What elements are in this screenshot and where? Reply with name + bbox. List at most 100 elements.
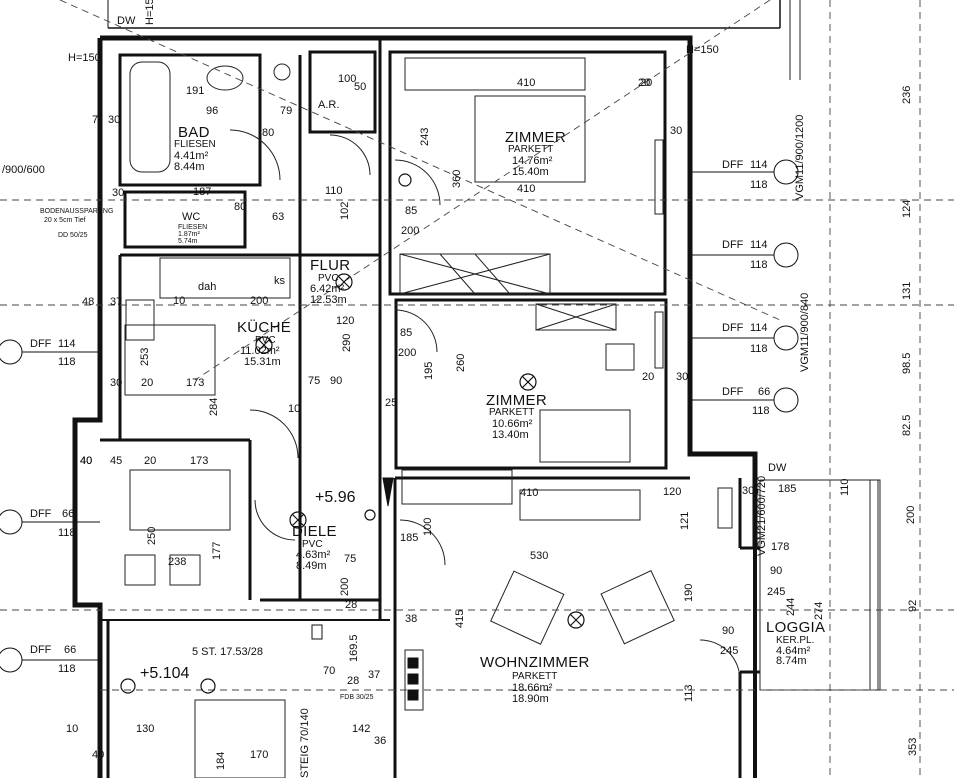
dim: 90 xyxy=(330,375,343,387)
dim: 190 xyxy=(683,583,695,602)
room-area-kueche: 11.02m² xyxy=(240,345,280,357)
dim: 75 xyxy=(344,553,357,565)
dim: 20 xyxy=(638,77,651,89)
vgm-label: /900/600 xyxy=(2,164,45,176)
note-steig: STEIG 70/140 xyxy=(299,708,311,778)
room-perimeter-zimmer-1: 15.40m xyxy=(512,166,549,178)
dim: 253 xyxy=(139,347,151,366)
dim: 200 xyxy=(398,347,417,359)
dim: 25 xyxy=(385,397,398,409)
stair-and-shaft xyxy=(311,477,419,701)
outer-walls xyxy=(72,0,781,778)
axis-dim: 124 xyxy=(901,199,913,218)
dim: 28 xyxy=(347,675,360,687)
dim: 177 xyxy=(211,541,223,560)
dim: 40 xyxy=(92,749,105,761)
dim: 410 xyxy=(520,487,539,499)
room-floor-loggia: KER.PL. xyxy=(776,635,815,646)
room-floor-kueche: PVC xyxy=(255,335,276,346)
dim: 7 xyxy=(92,114,99,126)
axis-dim: 98.5 xyxy=(901,352,913,374)
note-height: H=150 xyxy=(68,52,101,64)
window-code: DFF xyxy=(722,322,744,334)
window-width: 66 xyxy=(64,644,77,656)
dim: 102 xyxy=(339,201,351,220)
dim: 260 xyxy=(455,353,467,372)
vgm-label: VGM21/600/720 xyxy=(756,475,768,556)
window-width: 114 xyxy=(750,322,768,334)
dim: 100 xyxy=(422,517,434,536)
dim: 121 xyxy=(679,511,691,530)
room-area-loggia: 4.64m² xyxy=(776,645,811,657)
room-area-zimmer-2: 10.66m² xyxy=(492,418,533,430)
window-width: 114 xyxy=(750,239,768,251)
furniture xyxy=(124,0,881,778)
dim: 50 xyxy=(354,81,367,93)
dim: 48 xyxy=(82,296,95,308)
dim: 63 xyxy=(272,211,285,223)
room-perimeter-flur: 12.53m xyxy=(310,294,347,306)
window-width: 66 xyxy=(758,386,771,398)
window-height: 118 xyxy=(750,259,768,271)
window-code: DFF xyxy=(722,239,744,251)
dim: 40 xyxy=(80,455,93,467)
window-code: DFF xyxy=(30,644,52,656)
dim: 142 xyxy=(352,723,371,735)
room-name-wc: WC xyxy=(182,211,201,223)
window-code: DFF xyxy=(722,386,744,398)
dim: 200 xyxy=(339,577,351,596)
dim: 90 xyxy=(770,565,783,577)
dim: 187 xyxy=(193,186,212,198)
room-floor-zimmer-2: PARKETT xyxy=(489,407,535,418)
dim: 100 xyxy=(338,73,357,85)
dim: 30 xyxy=(110,377,123,389)
dim: 243 xyxy=(419,127,431,146)
room-floor-wc: FLIESEN xyxy=(178,224,208,231)
room-area-diele: 4.63m² xyxy=(296,549,331,561)
room-area-bad: 4.41m² xyxy=(174,150,209,162)
window-height: 118 xyxy=(58,356,76,368)
note-height: H=150 xyxy=(686,44,719,56)
light-markers xyxy=(120,173,585,694)
dim: 113 xyxy=(683,684,695,702)
dim: 30 xyxy=(676,371,689,383)
dim: 173 xyxy=(190,455,209,467)
window-width: 114 xyxy=(750,159,768,171)
dim: 30 xyxy=(108,114,121,126)
dim: 170 xyxy=(250,749,269,761)
room-perimeter-diele: 8.49m xyxy=(296,560,327,572)
room-name-diele: DIELE xyxy=(292,523,337,540)
dim: 120 xyxy=(336,315,355,327)
room-area-flur: 6.42m² xyxy=(310,283,345,295)
dim: 284 xyxy=(208,397,220,416)
room-area-wohnzimmer: 18.66m² xyxy=(512,682,553,694)
window-height: 118 xyxy=(58,527,76,539)
dim: 20 xyxy=(144,455,157,467)
dim: 130 xyxy=(136,723,155,735)
room-area-wc: 1.87m² xyxy=(178,231,200,238)
dim: 75 xyxy=(308,375,321,387)
room-floor-diele: PVC xyxy=(302,539,323,550)
dim: 90 xyxy=(722,625,735,637)
dim: 70 xyxy=(323,665,336,677)
room-perimeter-wc: 5.74m xyxy=(178,238,198,245)
door-swings xyxy=(229,129,741,681)
dim: 360 xyxy=(451,169,463,188)
dim: 191 xyxy=(186,85,205,97)
dim: 37 xyxy=(110,296,123,308)
axis-dim: 236 xyxy=(901,85,913,104)
axis-dim: 200 xyxy=(905,505,917,524)
note-dd: DD 50/25 xyxy=(58,232,88,239)
dim: 80 xyxy=(234,201,247,213)
room-name-bad: BAD xyxy=(178,124,210,141)
dim: 185 xyxy=(400,532,419,544)
note-dah: dah xyxy=(198,281,217,293)
axis-dim: 82.5 xyxy=(901,414,913,436)
dim: 530 xyxy=(530,550,549,562)
dim: 274 xyxy=(813,601,825,620)
room-name-zimmer-1: ZIMMER xyxy=(505,129,566,146)
room-name-kueche: KÜCHE xyxy=(237,319,292,336)
dim: 169.5 xyxy=(348,634,360,662)
dim: 20 xyxy=(640,77,653,89)
